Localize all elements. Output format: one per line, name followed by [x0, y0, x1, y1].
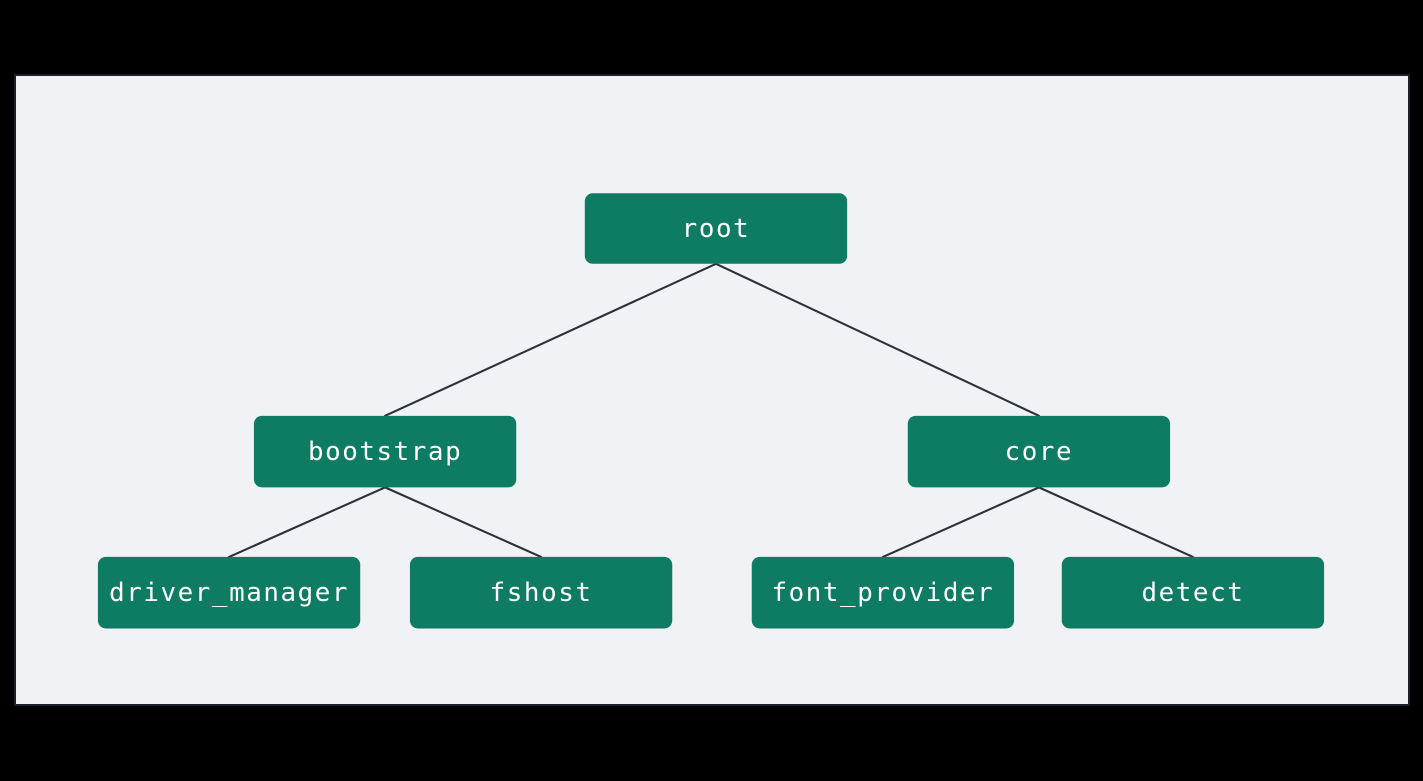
edge-layer: [228, 262, 1194, 558]
tree-edge-core-to-font_provider: [881, 486, 1040, 558]
tree-node-detect[interactable]: detect: [1061, 556, 1325, 629]
tree-edge-root-to-core: [714, 262, 1040, 417]
tree-node-bootstrap[interactable]: bootstrap: [253, 415, 517, 488]
node-box-font_provider: [751, 556, 1015, 629]
node-box-core: [907, 415, 1171, 488]
node-label-core: core: [1005, 437, 1074, 467]
tree-node-core[interactable]: core: [907, 415, 1171, 488]
tree-diagram: root bootstrap core driver_manager fshost fon…: [97, 193, 1325, 629]
node-box-detect: [1061, 556, 1325, 629]
tree-edge-bootstrap-to-driver_manager: [228, 486, 387, 558]
node-label-driver_manager: driver_manager: [109, 578, 349, 608]
tree-edge-root-to-bootstrap: [384, 262, 718, 417]
tree-node-driver_manager[interactable]: driver_manager: [97, 556, 361, 629]
node-label-detect: detect: [1142, 578, 1245, 608]
node-label-root: root: [682, 214, 751, 244]
node-label-fshost: fshost: [490, 578, 593, 608]
tree-edge-bootstrap-to-fshost: [384, 486, 543, 558]
node-label-bootstrap: bootstrap: [308, 437, 462, 467]
node-box-driver_manager: [97, 556, 361, 629]
tree-node-font_provider[interactable]: font_provider: [751, 556, 1015, 629]
tree-node-fshost[interactable]: fshost: [409, 556, 673, 629]
tree-edge-core-to-detect: [1037, 486, 1194, 558]
tree-node-root[interactable]: root: [584, 193, 848, 264]
diagram-canvas: root bootstrap core driver_manager fshost fon…: [14, 74, 1410, 706]
node-layer: root bootstrap core driver_manager fshost fon…: [97, 193, 1325, 629]
node-box-root: [584, 193, 848, 264]
node-box-bootstrap: [253, 415, 517, 488]
node-label-font_provider: font_provider: [771, 578, 994, 608]
node-box-fshost: [409, 556, 673, 629]
